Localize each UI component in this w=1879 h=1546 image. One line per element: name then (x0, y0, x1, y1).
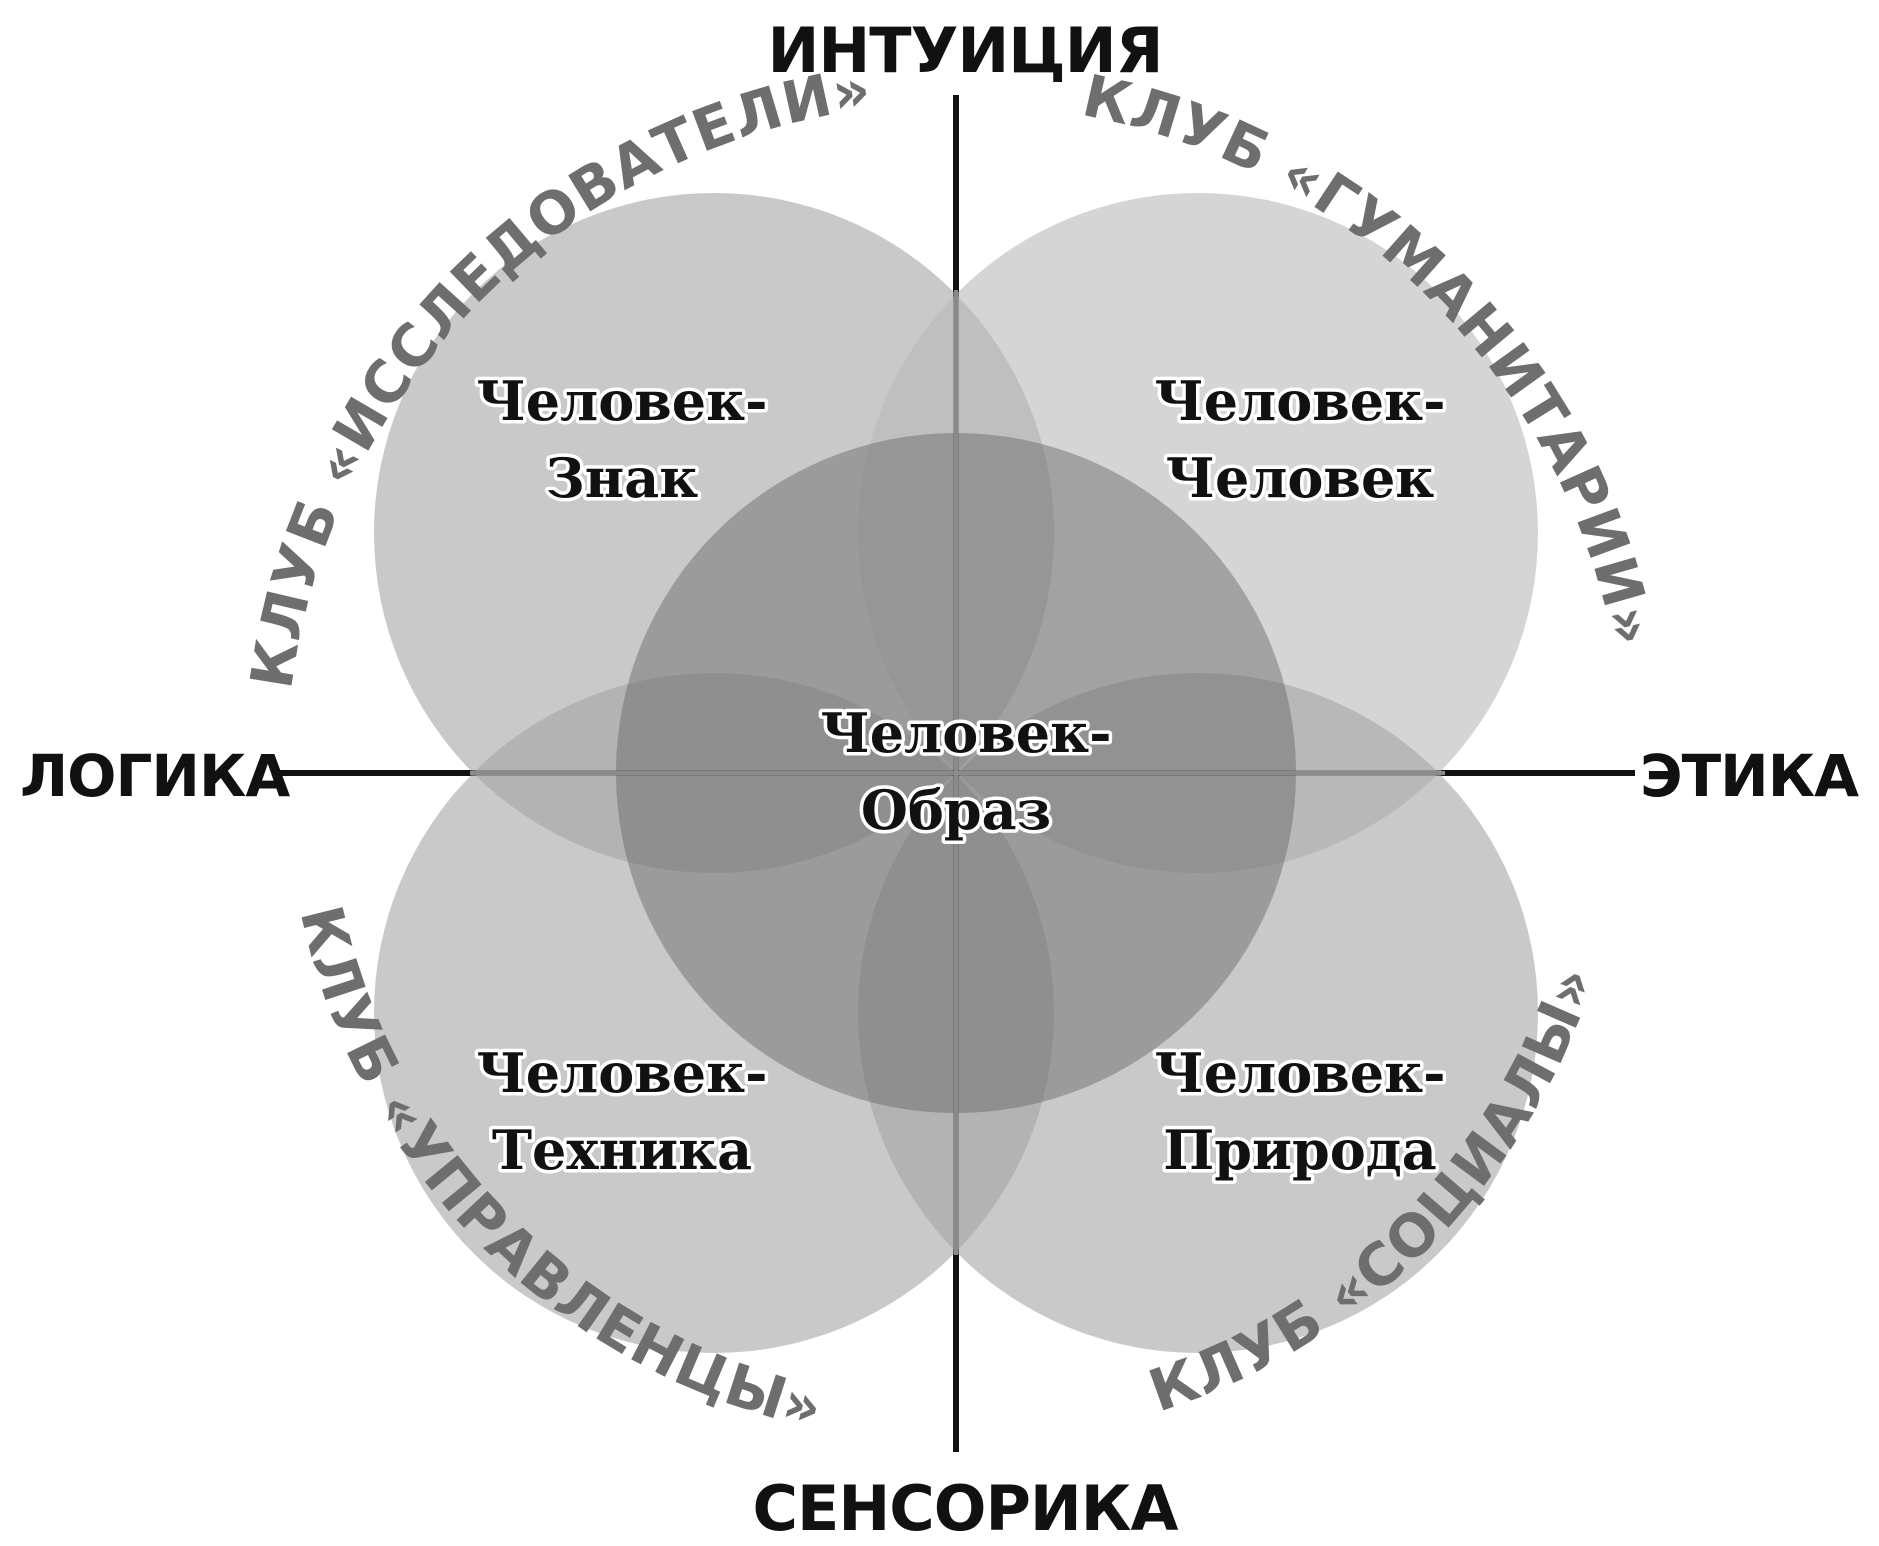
sphere-label-sign-line2: Знак (546, 446, 698, 510)
sphere-label-image-line2: Образ (861, 778, 1051, 842)
sphere-label-nature: Человек- Природа (1151, 1038, 1449, 1186)
circle-top-left (374, 193, 1054, 873)
circle-top-right (858, 193, 1538, 873)
axes-overlay (470, 290, 1445, 1255)
sphere-label-image-line1: Человек- (820, 701, 1111, 765)
sphere-label-sign-line1: Человек- (476, 369, 767, 433)
circle-bottom-right (858, 673, 1538, 1353)
sphere-label-technics-line2: Техника (492, 1118, 752, 1182)
sphere-label-human-line1: Человек- (1154, 369, 1445, 433)
sphere-label-human-line2: Человек (1166, 446, 1435, 510)
sphere-label-technics: Человек- Техника (473, 1038, 771, 1186)
axis-label-ethics: ЭТИКА (1640, 742, 1859, 810)
sphere-label-image: Человек- Образ (817, 698, 1115, 846)
spheres-circles (374, 193, 1538, 1353)
sphere-label-human: Человек- Человек (1151, 366, 1449, 514)
circle-bottom-left (374, 673, 1054, 1353)
sphere-label-technics-line1: Человек- (476, 1041, 767, 1105)
sphere-label-nature-line1: Человек- (1154, 1041, 1445, 1105)
sphere-label-sign: Человек- Знак (473, 366, 771, 514)
axis-label-sensing: СЕНСОРИКА (753, 1472, 1179, 1545)
axis-label-logic: ЛОГИКА (20, 742, 290, 810)
sphere-label-nature-line2: Природа (1163, 1118, 1437, 1182)
axis-label-intuition: ИНТУИЦИЯ (768, 14, 1163, 87)
